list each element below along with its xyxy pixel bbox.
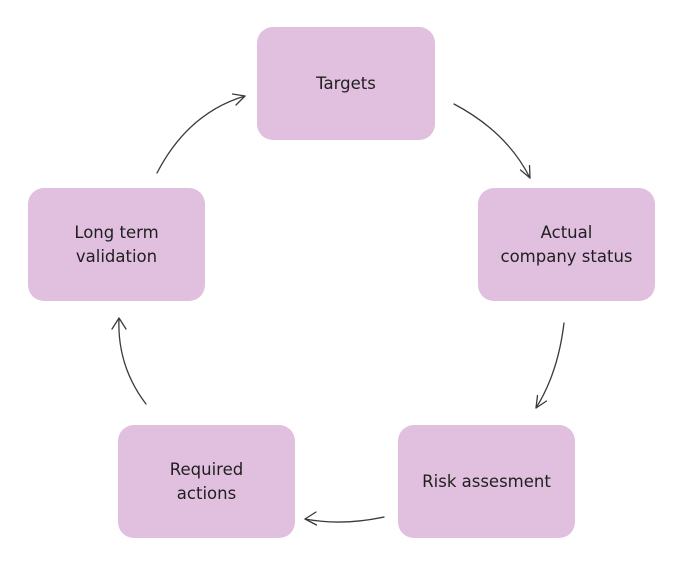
node-targets: Targets: [257, 27, 435, 140]
node-long-term-validation: Long term validation: [28, 188, 205, 301]
node-actual-company-status: Actual company status: [478, 188, 655, 301]
arrowhead-risk-to-required: [304, 511, 318, 526]
node-required-actions: Required actions: [118, 425, 295, 538]
arrowhead-longterm-to-targets: [231, 93, 246, 106]
arrowhead-targets-to-actual: [519, 164, 531, 179]
arrow-targets-to-actual: [453, 103, 531, 179]
arrow-actual-to-risk: [535, 322, 565, 409]
arrow-required-to-longterm: [118, 317, 147, 405]
arrow-longterm-to-targets: [156, 95, 246, 174]
arrowhead-actual-to-risk: [535, 394, 548, 409]
arrowhead-required-to-longterm: [111, 317, 127, 330]
arrow-risk-to-required: [304, 516, 385, 523]
node-risk-assesment: Risk assesment: [398, 425, 575, 538]
